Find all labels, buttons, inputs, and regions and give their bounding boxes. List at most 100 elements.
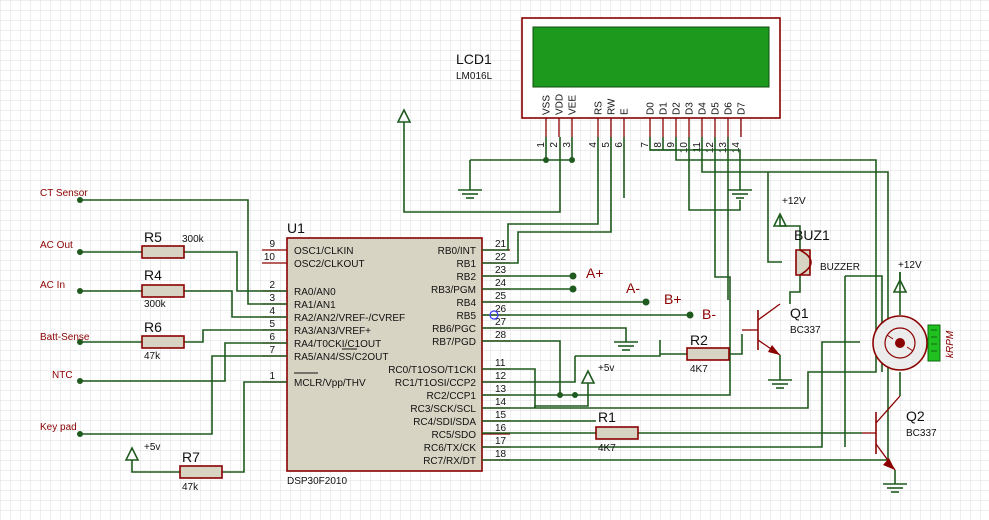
resistor-r7[interactable]: R7 47k	[179, 449, 223, 493]
lcd-model: LM016L	[456, 71, 493, 82]
mcu-pin-number: 1	[269, 371, 275, 382]
lcd-pin-number: 10	[679, 142, 690, 154]
mcu-pin-number: 4	[269, 306, 275, 317]
mcu-ref: U1	[287, 220, 305, 236]
q2-emitter-arrow-icon	[883, 458, 895, 470]
mcu-pin-number: 18	[495, 449, 507, 460]
lcd-pin-name: VDD	[555, 94, 566, 115]
ground-lcd-icon	[458, 189, 482, 199]
lcd-pin-name: D6	[724, 102, 735, 115]
resistor-r4[interactable]: R4 300k	[141, 267, 185, 310]
mcu-pin-name: RC2/CCP1	[427, 391, 477, 402]
mcu-pin-name: RC0/T1OSO/T1CKI	[388, 365, 476, 376]
mcu-pin-number: 14	[495, 397, 507, 408]
mcu-pin-name: RC6/TX/CK	[424, 443, 477, 454]
q1-ref: Q1	[790, 305, 809, 321]
junctions	[77, 157, 694, 437]
resistor-r5[interactable]: R5 300k	[141, 229, 205, 259]
r4-value: 300k	[144, 299, 167, 310]
q1-model: BC337	[790, 325, 821, 336]
mcu-pin-name: RB2	[457, 272, 477, 283]
mcu-pin-number: 13	[495, 384, 507, 395]
power-arrow-5v-a-icon	[580, 369, 596, 384]
r5-value: 300k	[182, 234, 205, 245]
lcd-pin-number: 4	[588, 142, 599, 148]
buzzer-label: BUZZER	[820, 262, 860, 273]
wires	[80, 122, 901, 484]
mcu-pin-number: 21	[495, 239, 507, 250]
mcu-pin-number: 23	[495, 265, 507, 276]
motor-unit: kRPM	[945, 330, 956, 358]
lcd-pin-name: D5	[711, 102, 722, 115]
mcu-pin-number: 25	[495, 291, 507, 302]
mcu-pin-number: 17	[495, 436, 507, 447]
power-5v-b: +5v	[144, 442, 160, 453]
lcd-pin-number: 9	[666, 142, 677, 148]
resistor-r2[interactable]: R2 4K7	[686, 332, 730, 375]
transistor-q2[interactable]: Q2 BC337	[862, 395, 937, 471]
mcu-pin-number: 7	[269, 345, 275, 356]
mcu-left-pins: 9OSC1/CLKIN10OSC2/CLKOUT2RA0/AN03RA1/AN1…	[262, 239, 405, 389]
output-b-minus: B-	[702, 306, 716, 322]
r6-value: 47k	[144, 351, 161, 362]
mcu-pin-name: OSC2/CLKOUT	[294, 259, 365, 270]
lcd-pin-name: D1	[659, 102, 670, 115]
output-b-plus: B+	[664, 291, 682, 307]
r2-ref: R2	[690, 332, 708, 348]
motor-inner-icon	[884, 327, 916, 359]
power-arrow-lcd-icon	[396, 108, 412, 123]
output-a-plus: A+	[586, 265, 604, 281]
mcu-pin-name: RB4	[457, 298, 477, 309]
ground-q1-icon	[768, 379, 792, 389]
resistor-r1[interactable]: R1 4K7	[595, 409, 639, 454]
input-ct-sensor: CT Sensor	[40, 188, 88, 199]
buzzer[interactable]: BUZ1 BUZZER	[794, 227, 860, 276]
q1-emitter-arrow-icon	[768, 345, 780, 355]
mcu-pin-name: RB1	[457, 259, 477, 270]
grounds	[458, 189, 907, 493]
power-arrow-5v-b-icon	[124, 446, 140, 461]
mcu-pin-name: RB0/INT	[438, 246, 476, 257]
dc-motor[interactable]: kRPM	[872, 315, 956, 371]
mcu-pin-number: 9	[269, 239, 275, 250]
mcu-pin-name: RC3/SCK/SCL	[410, 404, 476, 415]
r1-ref: R1	[598, 409, 616, 425]
r7-ref: R7	[182, 449, 200, 465]
transistor-q1[interactable]: Q1 BC337	[742, 303, 821, 356]
mcu-pin-name: RB3/PGM	[431, 285, 476, 296]
output-a-minus: A-	[626, 280, 640, 296]
mcu[interactable]: U1 DSP30F2010 9OSC1/CLKIN10OSC2/CLKOUT2R…	[262, 220, 510, 487]
mcu-pin-name: RA5/AN4/SS/C2OUT	[294, 352, 388, 363]
output-labels: A+ A- B+ B-	[586, 265, 716, 322]
r1-value: 4K7	[598, 443, 616, 454]
lcd-pin-name: D0	[646, 102, 657, 115]
resistor-r6[interactable]: R6 47k	[141, 319, 185, 362]
lcd-pin-number: 7	[640, 142, 651, 148]
lcd-pin-number: 2	[549, 142, 560, 148]
buzzer-ref: BUZ1	[794, 227, 830, 243]
mcu-pin-name: RA2/AN2/VREF-/CVREF	[294, 313, 405, 324]
lcd-pin-name: D2	[672, 102, 683, 115]
mcu-body	[286, 237, 483, 472]
lcd-screen	[532, 26, 770, 88]
mcu-pin-number: 6	[269, 332, 275, 343]
power-arrow-12v-b-icon	[892, 278, 908, 293]
lcd-pin-name: VEE	[568, 95, 579, 115]
mcu-pin-number: 26	[495, 304, 507, 315]
power-arrow-12v-a-icon	[772, 212, 788, 227]
lcd-pin-number: 14	[731, 142, 742, 154]
mcu-pin-name: RB6/PGC	[432, 324, 476, 335]
input-labels: CT Sensor AC Out AC In Batt-Sense NTC Ke…	[40, 188, 90, 433]
motor-gauge-icon	[927, 324, 941, 362]
lcd-module[interactable]: LCD1 LM016L VSS1VDD2VEE3RS4RW5E6D07D18D2…	[456, 17, 781, 154]
mcu-pin-number: 28	[495, 330, 507, 341]
lcd-pin-number: 11	[692, 142, 703, 153]
mcu-pin-number: 11	[495, 358, 506, 369]
buzzer-dome-icon	[799, 249, 812, 276]
r6-ref: R6	[144, 319, 162, 335]
mcu-pin-name: RC4/SDI/SDA	[413, 417, 476, 428]
mcu-pin-name: OSC1/CLKIN	[294, 246, 353, 257]
power-symbols: +12V +12V +5v +5v	[124, 108, 922, 461]
input-ntc: NTC	[52, 370, 73, 381]
q2-model: BC337	[906, 428, 937, 439]
